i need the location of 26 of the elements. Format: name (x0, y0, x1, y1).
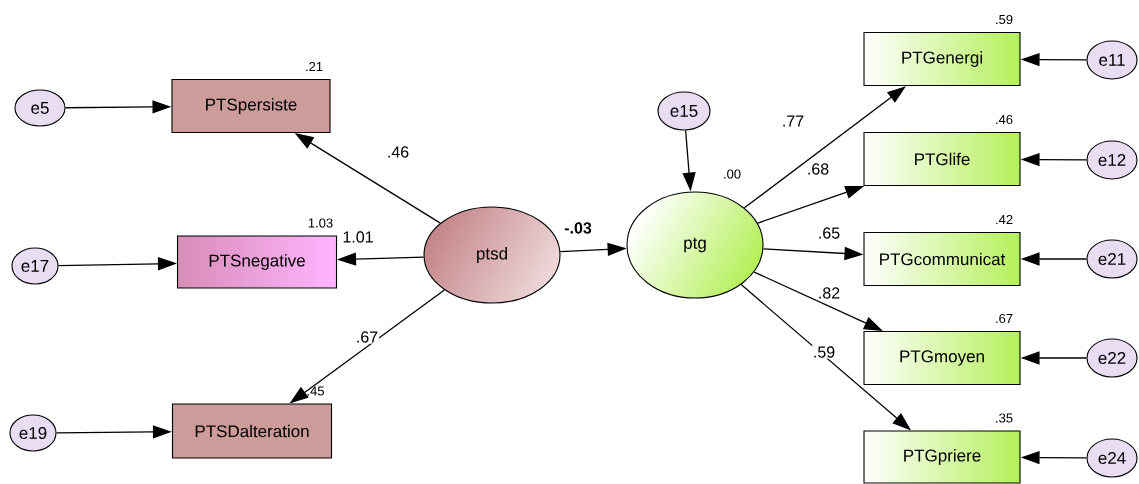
indicator-box: PTSDalteration (171, 403, 333, 459)
indicator-box: PTGlife (863, 131, 1021, 187)
path-coefficient-label: .46 (385, 145, 411, 159)
squared-correlation-label: .67 (996, 313, 1013, 324)
squared-correlation-label: .45 (307, 386, 324, 396)
squared-correlation-label: .35 (996, 413, 1013, 423)
squared-correlation-label: .21 (306, 61, 323, 72)
path-coefficient-label: 1.01 (341, 230, 375, 244)
squared-correlation-label: 1.03 (308, 218, 333, 228)
path-coefficient-label: .59 (811, 345, 837, 359)
squared-correlation-label: .42 (996, 214, 1013, 225)
path-coefficient-label: .67 (354, 330, 380, 344)
indicator-box: PTGenergi (863, 31, 1021, 87)
indicator-box: PTGcommunicat (863, 231, 1021, 287)
indicator-box: PTGmoyen (863, 330, 1021, 386)
path-coefficient-label: .82 (816, 286, 842, 300)
squared-correlation-label: .59 (996, 14, 1013, 25)
path-coefficient-label: .65 (816, 226, 842, 240)
indicator-box: PTSnegative (176, 235, 338, 289)
path-coefficient-label: .77 (780, 114, 806, 128)
squared-correlation-label: .46 (996, 114, 1013, 125)
indicator-box: PTSpersiste (171, 78, 331, 134)
indicator-box: PTGpriere (863, 430, 1021, 484)
path-coefficient-label: .68 (805, 162, 831, 176)
path-coefficient-label: -.03 (563, 221, 593, 235)
squared-correlation-label: .00 (724, 169, 741, 179)
